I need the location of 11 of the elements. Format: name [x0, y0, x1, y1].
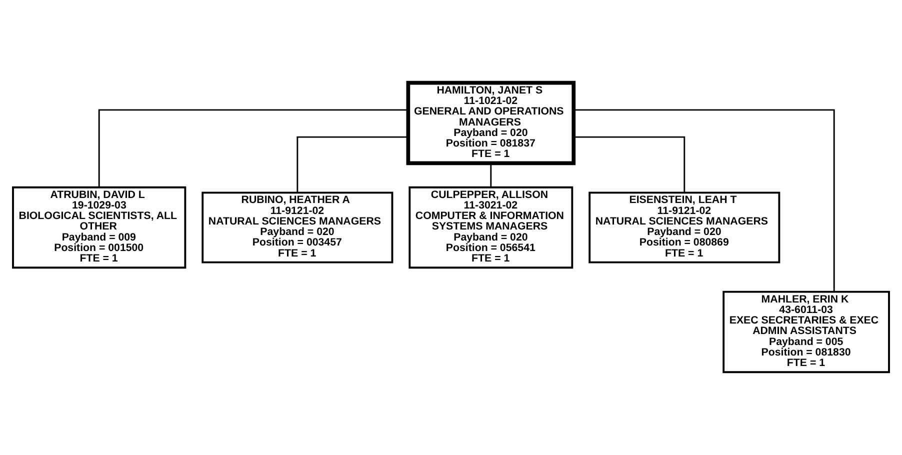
connector — [490, 163, 492, 188]
node-box: ATRUBIN, DAVID L 19-1029-03 BIOLOGICAL SCIENTISTS, ALL OTHER Payband = 009 Position = 001500 FTE = 1 — [12, 186, 186, 269]
connector — [574, 109, 835, 292]
node-box: MAHLER, ERIN K 43-6011-03 EXEC SECRETARIES & EXEC ADMIN ASSISTANTS Payband = 005 Position = 081830 FTE = 1 — [722, 290, 890, 374]
connector — [98, 109, 408, 188]
node-box: CULPEPPER, ALLISON 11-3021-02 COMPUTER & INFORMATION SYSTEMS MANAGERS Payband = 020 Position = 056541 FTE = 1 — [408, 186, 574, 269]
node-box: RUBINO, HEATHER A 11-9121-02 NATURAL SCIENCES MANAGERS Payband = 020 Position = 003457 FTE = 1 — [202, 192, 394, 264]
connector — [574, 136, 686, 193]
connector — [296, 136, 408, 193]
node-box: EISENSTEIN, LEAH T 11-9121-02 NATURAL SCIENCES MANAGERS Payband = 020 Position = 080869 FTE = 1 — [588, 192, 780, 264]
node-box: HAMILTON, JANET S 11-1021-02 GENERAL AND OPERATIONS MANAGERS Payband = 020 Position = 081837 FTE = 1 — [406, 80, 576, 166]
